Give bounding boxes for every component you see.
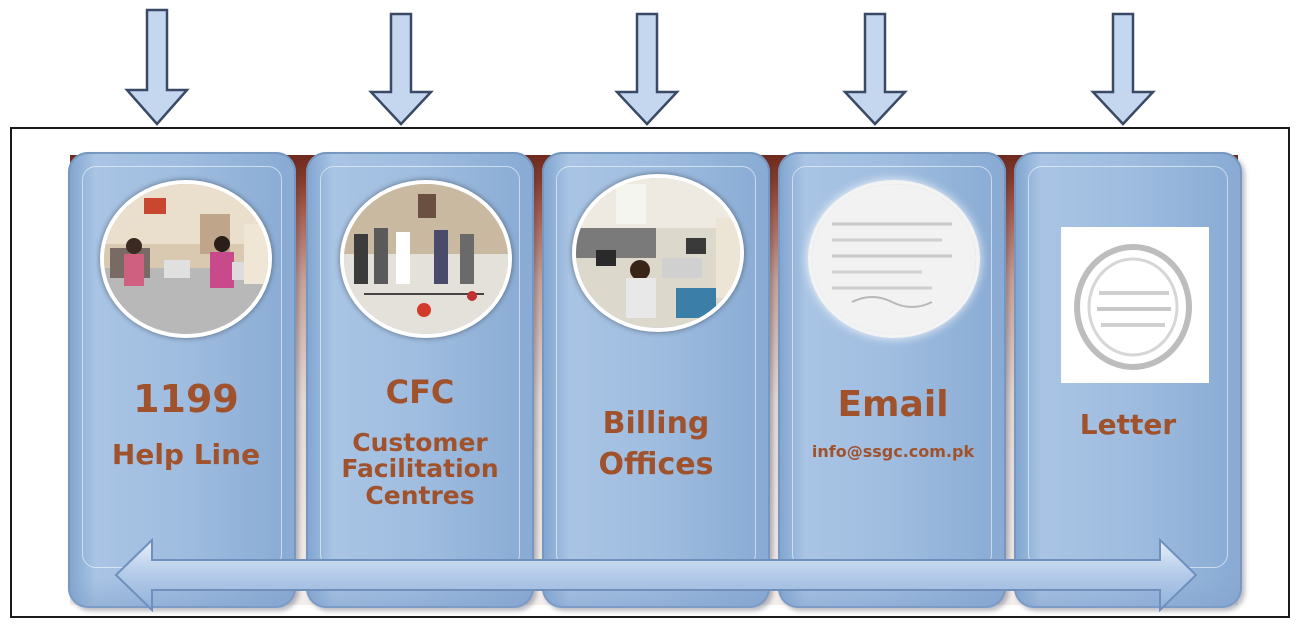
arrow-down-icon — [614, 12, 680, 126]
cfc-acronym-label: CFC — [385, 373, 455, 411]
billing-office-photo — [572, 174, 744, 332]
helpline-number-label: 1199 — [133, 377, 239, 421]
double-arrow-horizontal-icon — [114, 538, 1198, 612]
arrow-down-icon — [842, 12, 908, 126]
billing-offices-label: Billing Offices — [598, 406, 714, 482]
cfc-fullname-label: Customer Facilitation Centres — [341, 428, 499, 510]
email-label: Email — [837, 384, 949, 425]
letter-label: Letter — [1079, 408, 1177, 441]
email-address-label: info@ssgc.com.pk — [811, 442, 975, 461]
email-document-image — [808, 180, 980, 338]
arrow-down-icon — [1090, 12, 1156, 126]
cfc-centre-photo — [340, 180, 512, 338]
arrow-down-icon — [368, 12, 434, 126]
arrow-down-icon — [124, 8, 190, 126]
letter-stamp-image — [1061, 227, 1209, 383]
helpline-office-photo — [100, 180, 272, 338]
helpline-name-label: Help Line — [111, 438, 261, 471]
